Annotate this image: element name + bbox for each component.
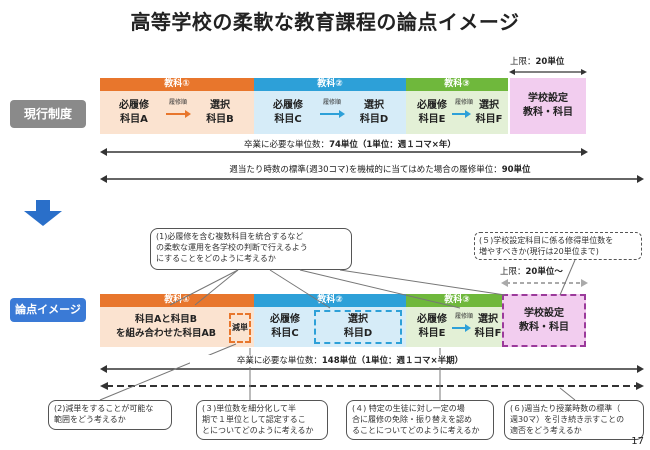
current-subject-d: 選択科目D: [359, 100, 389, 125]
note-2: (2)減単をすることが可能な 範囲をどう考えるか: [48, 400, 172, 430]
note-4-text: (４) 特定の生徒に対し一定の場 合に履修の免除・振り替えを認め ることについて…: [352, 404, 480, 435]
proposal-cap-prefix: 上限：: [500, 267, 526, 277]
note-2-text: (2)減単をすることが可能な 範囲をどう考えるか: [54, 404, 154, 424]
page-title: 高等学校の柔軟な教育課程の論点イメージ: [130, 10, 520, 34]
proposal-subject2-body: [254, 307, 406, 347]
page-number: 17: [631, 436, 644, 447]
current-graduation-text: 卒業に必要な単位数：74単位（1単位：週１コマ×年）: [170, 139, 530, 151]
current-subject2-body: [254, 91, 406, 134]
current-subject1-header: 教科①: [100, 78, 254, 91]
proposal-order-label: 履修順: [454, 313, 473, 320]
current-subject-b: 選択科目B: [206, 100, 234, 125]
current-hours-prefix: 週当たり時数の標準(週30コマ)を機械的に当てはめた場合の履修単位：: [229, 165, 502, 175]
current-subject-e: 必履修科目E: [417, 100, 447, 125]
note-3-text: (３)単位数を細分化して半 期で１単位として認定するこ とについてどのように考え…: [202, 404, 314, 435]
current-cap-text: 上限：20単位: [510, 56, 590, 68]
current-order-label-2: 履修順: [322, 99, 341, 106]
current-system-label: 現行制度: [10, 100, 86, 128]
current-subject3-header: 教科③: [406, 78, 508, 91]
proposal-graduation-value: 148単位（1単位：週１コマ×半期）: [321, 356, 464, 366]
proposal-cap-text: 上限：20単位～: [500, 266, 590, 278]
proposal-graduation-text: 卒業に必要な単位数：148単位（1単位：週１コマ×半期）: [190, 355, 510, 367]
proposal-subject1-body: [100, 307, 254, 347]
note-5: (５)学校設定科目に係る修得単位数を 増やすべきか(現行は20単位まで): [474, 232, 642, 260]
proposal-school-line1: 学校設定: [524, 307, 564, 319]
current-subject-c: 必履修科目C: [273, 100, 303, 125]
current-subject2-header: 教科②: [254, 78, 406, 91]
current-cap-value: 20単位: [535, 57, 565, 67]
note-1-text: (1)必履修を含む複数科目を統合するなど の柔軟な運用を各学校の判断で行えるよう…: [156, 232, 308, 263]
proposal-subject-e: 必履修科目E: [417, 314, 447, 339]
note-6: (６)週当たり授業時数の標準（ 週30マ）を引き続き示すことの 適否をどう考える…: [504, 400, 644, 440]
current-hours-text: 週当たり時数の標準(週30コマ)を機械的に当てはめた場合の履修単位：90単位: [180, 164, 580, 176]
current-hours-value: 90単位: [501, 165, 531, 175]
current-graduation-value: 74単位（1単位：週１コマ×年）: [329, 140, 456, 150]
current-subject-f: 選択科目F: [475, 100, 503, 125]
current-subject-a: 必履修科目A: [119, 100, 149, 125]
proposal-reduce-label: 減単: [232, 323, 248, 332]
note-4: (４) 特定の生徒に対し一定の場 合に履修の免除・振り替えを認め ることについて…: [346, 400, 494, 440]
proposal-subject1-header: 教科①: [100, 294, 254, 307]
current-order-label-1: 履修順: [168, 99, 187, 106]
proposal-subject-f: 選択科目F: [474, 314, 502, 339]
note-3: (３)単位数を細分化して半 期で１単位として認定するこ とについてどのように考え…: [196, 400, 328, 440]
proposal-subject3-header: 教科③: [406, 294, 508, 307]
proposal-label: 論点イメージ: [10, 298, 86, 322]
note-1: (1)必履修を含む複数科目を統合するなど の柔軟な運用を各学校の判断で行えるよう…: [150, 228, 352, 270]
current-order-label-3: 履修順: [454, 99, 473, 106]
note-6-text: (６)週当たり授業時数の標準（ 週30マ）を引き続き示すことの 適否をどう考える…: [510, 404, 625, 435]
proposal-cap-value: 20単位～: [525, 267, 563, 277]
current-subject1-body: [100, 91, 254, 134]
proposal-subject2-header: 教科②: [254, 294, 406, 307]
proposal-school-line2: 教科・科目: [519, 321, 569, 333]
current-school-line1: 学校設定: [528, 93, 568, 104]
proposal-school-subject: 学校設定教科・科目: [502, 294, 586, 347]
proposal-graduation-prefix: 卒業に必要な単位数：: [236, 356, 322, 366]
current-cap-prefix: 上限：: [510, 57, 536, 67]
proposal-reduce-box: 減単: [229, 313, 251, 343]
note-5-text: (５)学校設定科目に係る修得単位数を 増やすべきか(現行は20単位まで): [479, 236, 614, 256]
current-school-subject: 学校設定教科・科目: [510, 78, 586, 134]
current-subject3-body: [406, 91, 508, 134]
proposal-subject-c: 必履修科目C: [270, 314, 300, 339]
current-school-line2: 教科・科目: [523, 107, 573, 118]
proposal-subject-d-box: 選択科目D: [314, 310, 402, 344]
current-graduation-prefix: 卒業に必要な単位数：: [244, 140, 330, 150]
